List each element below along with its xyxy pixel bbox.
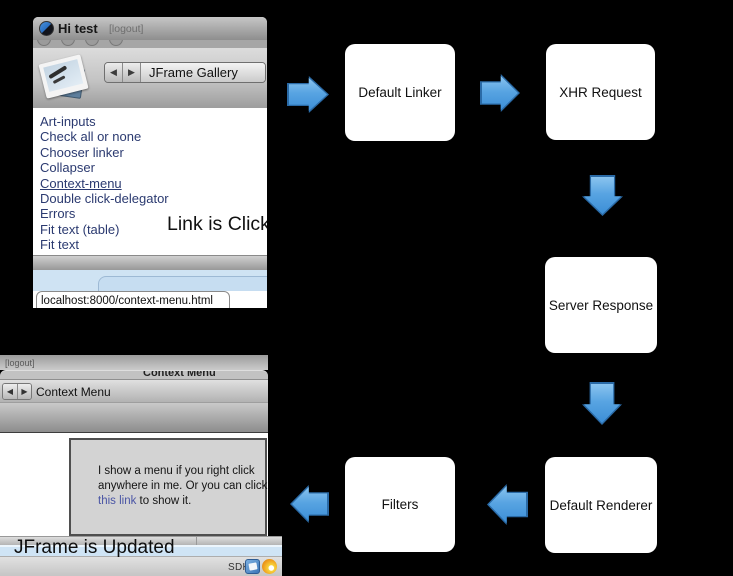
window-titlebar: Hi test [logout] <box>33 17 267 40</box>
annotation-link-clicked: Link is Click <box>167 213 267 235</box>
update-highlight-strip <box>0 545 282 556</box>
list-link-art-inputs[interactable]: Art-inputs <box>40 114 96 129</box>
status-bar: SDK <box>0 556 282 576</box>
toolbar-lower-band <box>0 403 268 432</box>
list-link-fit-text[interactable]: Fit text <box>40 237 80 253</box>
this-link[interactable]: this link <box>98 495 137 507</box>
flow-box-default-linker: Default Linker <box>345 44 455 141</box>
browser-toolbar: ◀ ▶ Context Menu <box>0 379 268 403</box>
round-button-icon <box>37 40 51 46</box>
link-list: Art-inputs Check all or none Chooser lin… <box>33 108 267 255</box>
flow-box-filters: Filters <box>345 457 455 552</box>
sdk-label: SDK <box>228 562 250 573</box>
browser-screenshot-bottom: [logout] Context Menu ◀ ▶ Context Menu <box>0 355 282 576</box>
forward-icon: ▶ <box>21 387 28 396</box>
forward-button[interactable]: ▶ <box>17 384 31 399</box>
back-button[interactable]: ◀ <box>105 63 123 82</box>
context-menu-window: [logout] Context Menu ◀ ▶ Context Menu <box>0 355 268 536</box>
status-tab <box>98 276 267 291</box>
status-strip <box>33 270 267 291</box>
photo-app-icon[interactable] <box>245 559 260 574</box>
panel-text-part: I show a menu if you right click anywher… <box>98 465 268 492</box>
list-link-errors[interactable]: Errors <box>40 206 76 222</box>
list-link-check-all[interactable]: Check all or none <box>40 129 142 145</box>
gallery-app-icon <box>38 50 96 107</box>
annotation-jframe-updated: JFrame is Updated <box>14 537 175 558</box>
back-icon: ◀ <box>110 67 117 77</box>
list-link-context-menu[interactable]: Context-menu <box>40 175 122 191</box>
nav-title: Context Menu <box>36 385 111 399</box>
arrow-down-icon <box>582 382 622 425</box>
button-dots-row <box>33 40 267 48</box>
scroll-divider-bar <box>33 255 267 270</box>
arrow-left-icon <box>487 484 528 525</box>
list-link-fit-text-table[interactable]: Fit text (table) <box>40 221 120 237</box>
panel-text: I show a menu if you right click anywher… <box>98 464 268 509</box>
page-content: I show a menu if you right click anywher… <box>0 432 268 536</box>
logout-link[interactable]: [logout] <box>5 358 35 368</box>
round-button-icon <box>61 40 75 46</box>
window-title: Hi test <box>58 21 98 36</box>
logout-bar: [logout] <box>0 355 268 370</box>
flow-box-xhr-request: XHR Request <box>546 44 655 140</box>
flow-box-default-renderer: Default Renderer <box>545 457 657 553</box>
flow-box-label: Default Linker <box>358 85 442 100</box>
gallery-title-field[interactable]: JFrame Gallery <box>141 63 265 82</box>
nav-control-group: ◀ ▶ <box>2 383 32 400</box>
window-title-partial: Context Menu <box>143 370 216 379</box>
arrow-down-icon <box>582 175 623 216</box>
forward-icon: ▶ <box>128 67 135 77</box>
flow-box-server-response: Server Response <box>545 257 657 353</box>
photo-image <box>43 59 84 92</box>
back-button[interactable]: ◀ <box>3 384 17 399</box>
status-url: localhost:8000/context-menu.html <box>36 291 230 308</box>
app-logo-icon <box>39 21 54 36</box>
panel-text-part: to show it. <box>136 495 192 507</box>
browser-screenshot-top: Hi test [logout] ◀ <box>33 17 267 308</box>
flow-box-label: Default Renderer <box>549 497 653 513</box>
window-titleband: Context Menu <box>0 370 268 379</box>
round-button-icon <box>85 40 99 46</box>
bottom-divider-bar <box>0 536 282 545</box>
nav-control-group: ◀ ▶ JFrame Gallery <box>104 62 266 83</box>
browser-toolbar: ◀ ▶ JFrame Gallery <box>33 48 267 108</box>
round-button-icon <box>109 40 123 46</box>
list-link-double-click[interactable]: Double click-delegator <box>40 191 169 207</box>
list-link-chooser-linker[interactable]: Chooser linker <box>40 144 124 160</box>
list-link-collapser[interactable]: Collapser <box>40 160 95 176</box>
arrow-right-icon <box>480 74 520 112</box>
swirl-app-icon[interactable] <box>262 559 277 574</box>
forward-button[interactable]: ▶ <box>123 63 141 82</box>
flow-box-label: Server Response <box>548 297 654 313</box>
flow-box-label: Filters <box>381 497 419 512</box>
arrow-left-icon <box>290 485 329 523</box>
back-icon: ◀ <box>6 387 14 396</box>
context-menu-panel[interactable]: I show a menu if you right click anywher… <box>69 438 267 536</box>
logout-link[interactable]: [logout] <box>109 23 144 35</box>
arrow-right-icon <box>287 76 329 113</box>
flow-box-label: XHR Request <box>559 84 642 100</box>
